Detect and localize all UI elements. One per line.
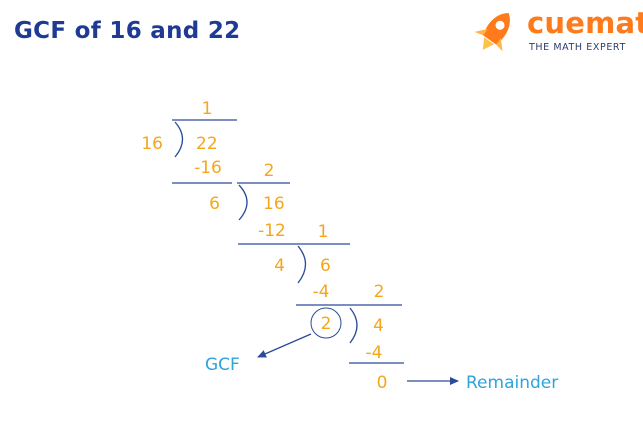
division-step-1: 1 16 22 -16 [141, 99, 237, 184]
remainder-value: 0 [377, 373, 388, 393]
step-4-product: -4 [366, 343, 383, 363]
division-step-2: 2 6 16 -12 [209, 161, 296, 245]
gcf-highlight-circle [310, 307, 342, 339]
step-2-bracket [238, 184, 248, 221]
step-3-quotient: 1 [318, 222, 329, 242]
gcf-arrow [257, 333, 312, 358]
rocket-icon [474, 12, 510, 52]
step-3-divisor: 4 [274, 256, 285, 276]
step-1-divisor: 16 [141, 134, 163, 154]
step-4-bracket [349, 307, 358, 344]
step-3-dividend: 6 [320, 256, 331, 276]
brand-logo: cuemath THE MATH EXPERT [466, 6, 643, 56]
step-2-product: -12 [258, 221, 286, 241]
step-4-divisor: 2 [321, 314, 332, 334]
step-1-bracket [174, 121, 184, 158]
step-4-dividend: 4 [373, 316, 384, 336]
step-2-divisor: 6 [209, 194, 220, 214]
gcf-label: GCF [205, 355, 240, 375]
step-4-quotient: 2 [374, 282, 385, 302]
step-2-dividend: 16 [263, 194, 285, 214]
page-title: GCF of 16 and 22 [14, 18, 241, 44]
brand-tagline: THE MATH EXPERT [529, 42, 626, 53]
step-1-quotient: 1 [202, 99, 213, 119]
division-step-3: 1 4 6 -4 [274, 222, 350, 306]
division-step-4: 2 2 4 -4 [310, 282, 404, 364]
step-2-quotient: 2 [264, 161, 275, 181]
step-3-product: -4 [313, 282, 330, 302]
step-3-bracket [297, 245, 307, 284]
brand-name: cuemath [527, 6, 643, 40]
remainder-label: Remainder [466, 373, 558, 393]
step-1-dividend: 22 [196, 134, 218, 154]
step-1-product: -16 [194, 158, 222, 178]
